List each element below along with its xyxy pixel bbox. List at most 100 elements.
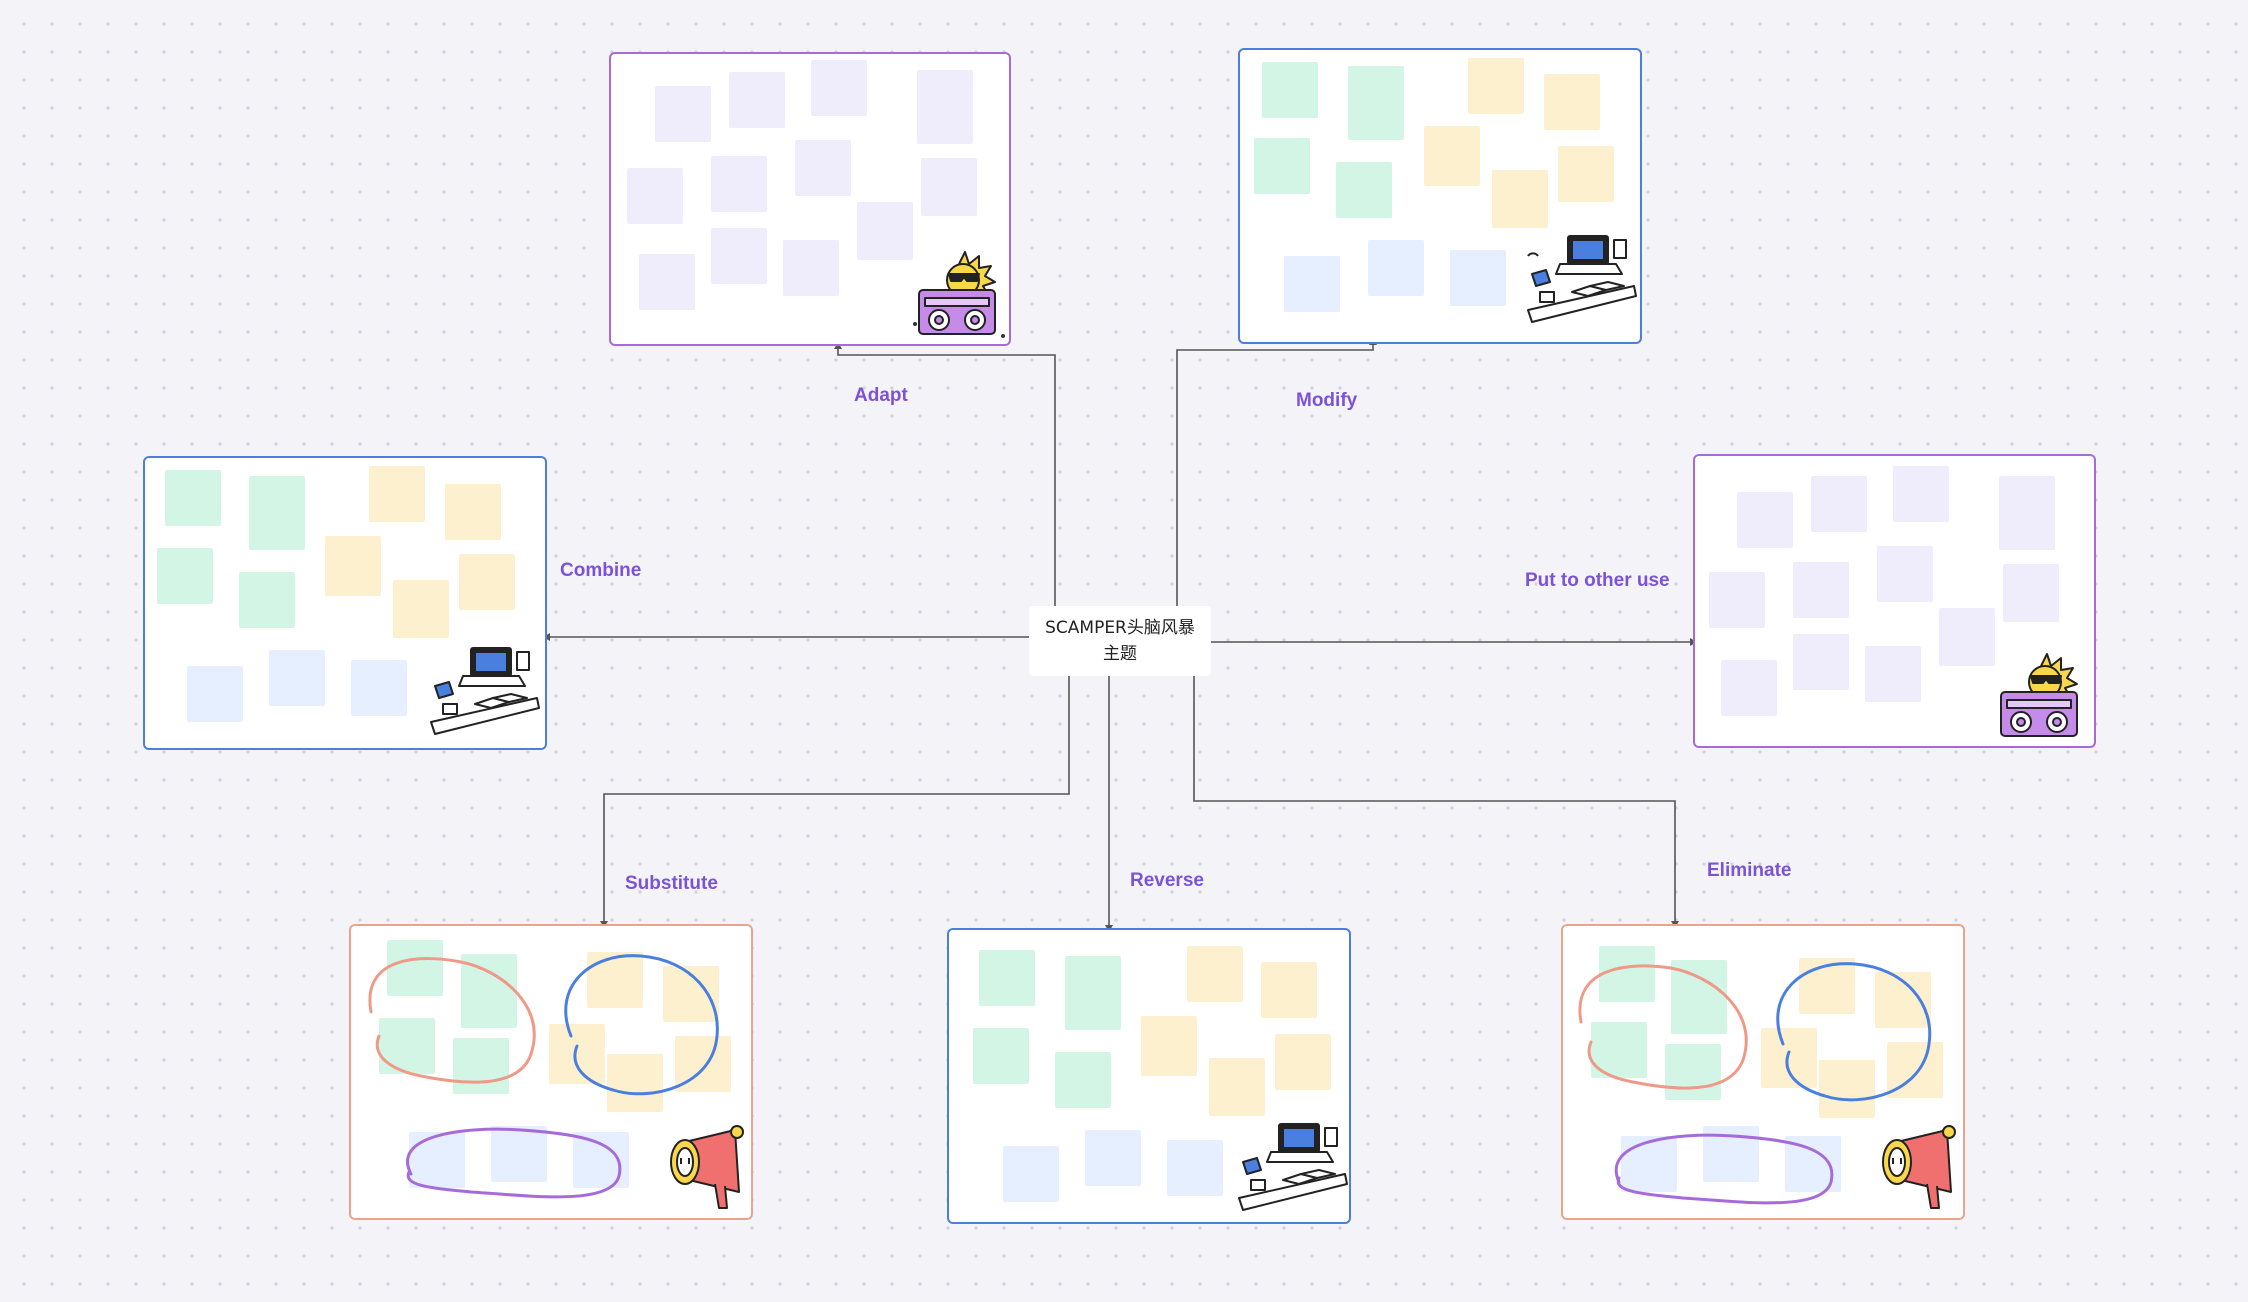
connector-substitute (603, 676, 1070, 924)
sticky-note[interactable] (711, 228, 767, 284)
branch-label-put-to-other-use: Put to other use (1525, 570, 1670, 591)
hand-drawn-circles (1578, 962, 1932, 1205)
frame-substitute[interactable] (349, 924, 753, 1220)
sticky-note[interactable] (453, 1038, 509, 1094)
sticky-note[interactable] (1721, 660, 1777, 716)
laptop-desk-illustration (1527, 235, 1637, 323)
sticky-note[interactable] (369, 466, 425, 522)
sticky-note[interactable] (1085, 1130, 1141, 1186)
sticky-note[interactable] (1003, 1146, 1059, 1202)
sticky-note[interactable] (917, 70, 973, 144)
branch-label-substitute: Substitute (625, 873, 718, 894)
sticky-note[interactable] (1450, 250, 1506, 306)
sticky-note[interactable] (187, 666, 243, 722)
sun-with-boombox-illustration (913, 251, 1005, 338)
sticky-note[interactable] (973, 1028, 1029, 1084)
sticky-note[interactable] (1811, 476, 1867, 532)
frame-put-to-other-use[interactable] (1693, 454, 2096, 748)
sticky-note[interactable] (157, 548, 213, 604)
sticky-note[interactable] (491, 1126, 547, 1182)
sticky-note[interactable] (711, 156, 767, 212)
sticky-note[interactable] (1055, 1052, 1111, 1108)
sticky-note[interactable] (461, 954, 517, 1028)
frame-reverse[interactable] (947, 928, 1351, 1224)
sticky-note[interactable] (607, 1054, 663, 1112)
sticky-note[interactable] (1065, 956, 1121, 1030)
laptop-desk-illustration (1238, 1123, 1348, 1211)
connector-adapt (837, 346, 1056, 606)
sticky-note[interactable] (1761, 1028, 1817, 1088)
sticky-note[interactable] (1799, 958, 1855, 1014)
sticky-note[interactable] (639, 254, 695, 310)
sticky-note[interactable] (1468, 58, 1524, 114)
sticky-note[interactable] (1819, 1060, 1875, 1118)
sticky-note[interactable] (549, 1024, 605, 1084)
sticky-note[interactable] (409, 1132, 465, 1188)
sticky-note[interactable] (627, 168, 683, 224)
sticky-note[interactable] (1737, 492, 1793, 548)
frame-adapt[interactable] (609, 52, 1011, 346)
megaphone-illustration (1882, 1125, 1956, 1209)
sticky-note[interactable] (2003, 564, 2059, 622)
branch-label-adapt: Adapt (854, 385, 908, 406)
branch-label-modify: Modify (1296, 390, 1358, 411)
sticky-note[interactable] (1939, 608, 1995, 666)
sticky-note[interactable] (1558, 146, 1614, 202)
sticky-note[interactable] (269, 650, 325, 706)
sticky-note[interactable] (393, 580, 449, 638)
sticky-note[interactable] (1187, 946, 1243, 1002)
sticky-note[interactable] (1262, 62, 1318, 118)
sticky-note[interactable] (1492, 170, 1548, 228)
sticky-note[interactable] (857, 202, 913, 260)
sticky-note[interactable] (1877, 546, 1933, 602)
sticky-note[interactable] (1284, 256, 1340, 312)
sticky-note[interactable] (249, 476, 305, 550)
sticky-note[interactable] (1999, 476, 2055, 550)
sticky-note[interactable] (1665, 1044, 1721, 1100)
frame-modify[interactable] (1238, 48, 1642, 344)
branch-label-combine: Combine (560, 560, 642, 581)
sticky-note[interactable] (351, 660, 407, 716)
sticky-note[interactable] (459, 554, 515, 610)
sticky-note[interactable] (1167, 1140, 1223, 1196)
sticky-note[interactable] (587, 952, 643, 1008)
frame-eliminate[interactable] (1561, 924, 1965, 1220)
sticky-note[interactable] (1261, 962, 1317, 1018)
sticky-note[interactable] (1599, 946, 1655, 1002)
sticky-note[interactable] (1209, 1058, 1265, 1116)
frame-combine[interactable] (143, 456, 547, 750)
sticky-note[interactable] (655, 86, 711, 142)
sticky-note[interactable] (445, 484, 501, 540)
sticky-note[interactable] (165, 470, 221, 526)
sticky-note[interactable] (1141, 1016, 1197, 1076)
connector-modify (1176, 342, 1374, 606)
sticky-note[interactable] (783, 240, 839, 296)
sticky-note[interactable] (1709, 572, 1765, 628)
sticky-note[interactable] (239, 572, 295, 628)
sticky-note[interactable] (387, 940, 443, 996)
sticky-note[interactable] (1621, 1136, 1677, 1192)
sticky-note[interactable] (979, 950, 1035, 1006)
sticky-note[interactable] (1368, 240, 1424, 296)
sticky-note[interactable] (811, 60, 867, 116)
sticky-note[interactable] (921, 158, 977, 216)
sticky-note[interactable] (1544, 74, 1600, 130)
sun-with-boombox-illustration (2000, 653, 2078, 737)
sticky-note[interactable] (1275, 1034, 1331, 1090)
center-topic[interactable]: SCAMPER头脑风暴主题 (1029, 606, 1211, 676)
hand-drawn-circles (368, 954, 719, 1199)
sticky-note[interactable] (1865, 646, 1921, 702)
megaphone-illustration (670, 1125, 744, 1209)
connector-eliminate (1193, 676, 1676, 924)
sticky-note[interactable] (1793, 562, 1849, 618)
sticky-note[interactable] (795, 140, 851, 196)
sticky-note[interactable] (1893, 466, 1949, 522)
sticky-note[interactable] (729, 72, 785, 128)
sticky-note[interactable] (1793, 634, 1849, 690)
sticky-note[interactable] (1348, 66, 1404, 140)
sticky-note[interactable] (325, 536, 381, 596)
sticky-note[interactable] (1671, 960, 1727, 1034)
sticky-note[interactable] (1424, 126, 1480, 186)
sticky-note[interactable] (1336, 162, 1392, 218)
sticky-note[interactable] (1254, 138, 1310, 194)
